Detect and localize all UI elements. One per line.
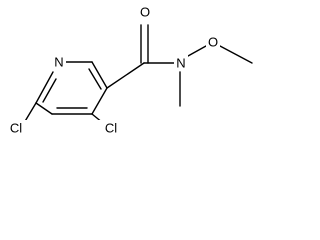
bond-o-methyl — [219, 45, 253, 64]
label-o-carbonyl: O — [140, 5, 150, 20]
label-n-amide: N — [176, 56, 185, 71]
atom-n-amide: N — [174, 55, 188, 71]
bond-c2-c3-inner — [88, 68, 102, 90]
label-n-ring: N — [54, 55, 63, 70]
pyridine-ring — [35, 61, 108, 115]
label-cl-6: Cl — [10, 121, 22, 136]
atom-o-carbonyl: O — [138, 4, 152, 20]
atom-labels: O N O N Cl Cl — [3, 4, 220, 136]
atom-cl-4: Cl — [98, 120, 124, 136]
label-cl-4: Cl — [105, 121, 117, 136]
bond-c6-n1 — [35, 71, 54, 104]
atom-cl-6: Cl — [3, 120, 29, 136]
chemical-structure: O N O N Cl Cl — [3, 4, 253, 136]
bond-c6-cl — [23, 102, 37, 124]
bond-c6-n1-inner — [42, 78, 57, 103]
bond-c2-c3 — [91, 61, 108, 89]
bond-c3-carbonyl — [106, 62, 145, 89]
bond-n-o — [187, 45, 207, 57]
label-o-methoxy: O — [208, 35, 218, 50]
substituent-bonds — [23, 24, 253, 124]
atom-o-methoxy: O — [206, 34, 220, 50]
bond-c5-c6 — [35, 102, 53, 115]
atom-n-ring: N — [52, 54, 66, 70]
bond-c3-c4 — [91, 87, 108, 115]
